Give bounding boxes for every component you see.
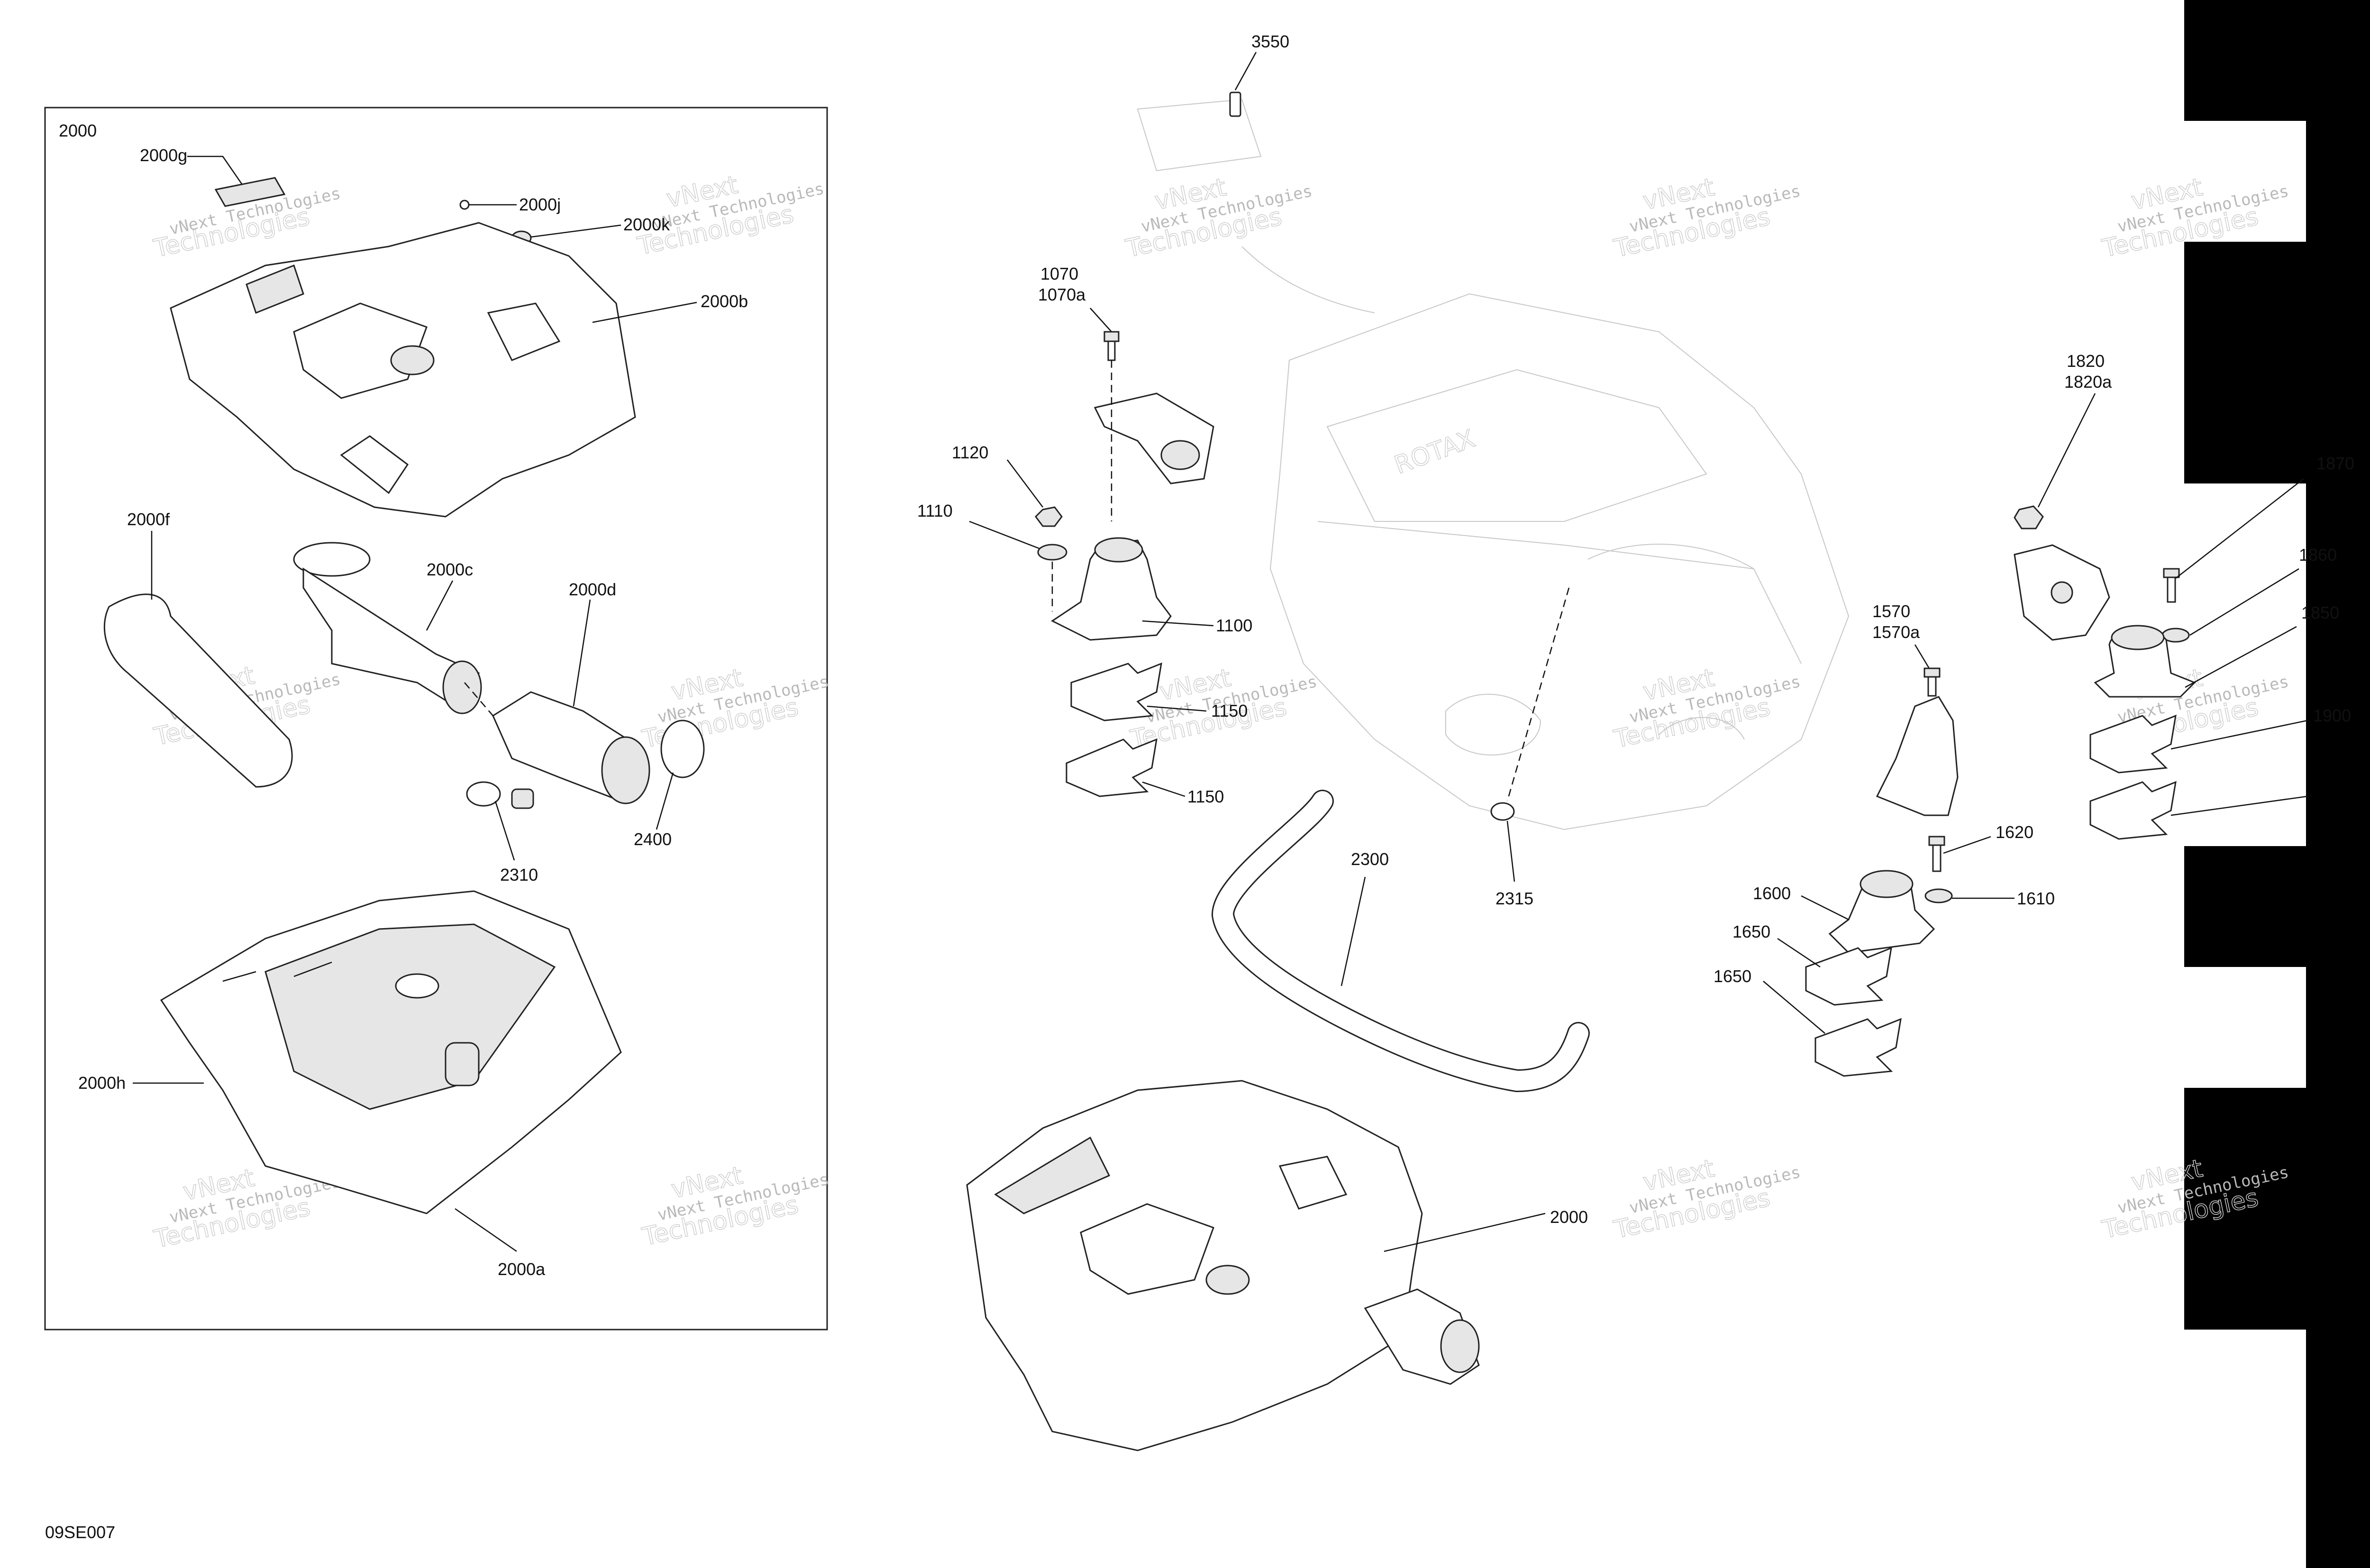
- diagram-code: 09SE007: [45, 1522, 115, 1542]
- svg-text:1620: 1620: [1996, 822, 2033, 842]
- part-2000d-boot: 2000d: [464, 580, 650, 804]
- svg-text:2310: 2310: [500, 865, 538, 884]
- svg-text:2000c: 2000c: [427, 560, 473, 579]
- svg-text:3550: 3550: [1251, 32, 1289, 51]
- part-2000a-lower-housing: 2000h 2000a: [78, 890, 622, 1279]
- svg-text:1820a: 1820a: [2064, 372, 2112, 392]
- svg-text:1110: 1110: [917, 501, 953, 520]
- part-2400-clamp: 2400: [634, 720, 705, 849]
- svg-text:1600: 1600: [1753, 884, 1791, 903]
- svg-text:2000f: 2000f: [127, 510, 170, 529]
- part-2315-clamp: 2315: [1490, 587, 1570, 908]
- svg-text:1650: 1650: [1714, 966, 1751, 986]
- svg-text:2300: 2300: [1351, 849, 1389, 869]
- svg-text:1610: 1610: [2017, 889, 2055, 908]
- part-rear-bracket: [2014, 544, 2110, 641]
- part-1100-engine-mount: 1120 1110 1100: [917, 443, 1252, 641]
- part-1650-shims: 1650 1650: [1714, 922, 1902, 1077]
- svg-text:2000g: 2000g: [140, 146, 187, 165]
- svg-text:2000d: 2000d: [569, 580, 616, 599]
- part-1570-bolt: 1570 1570a: [1872, 602, 1959, 816]
- part-2310-fitting: 2310: [466, 781, 538, 884]
- svg-text:2000a: 2000a: [498, 1259, 546, 1279]
- part-2000c-tube: 2000c: [293, 542, 482, 714]
- part-2000-airbox-assembly: 2000: [966, 1080, 1588, 1451]
- svg-text:1850: 1850: [2301, 603, 2339, 622]
- svg-text:1860: 1860: [2299, 545, 2337, 565]
- svg-text:ROTAX: ROTAX: [1391, 425, 1479, 480]
- subassembly-frame: [44, 107, 828, 1331]
- part-1150-shims: 1150 1150: [1066, 662, 1248, 806]
- svg-text:1650: 1650: [1732, 922, 1770, 941]
- svg-text:2000k: 2000k: [623, 215, 670, 234]
- svg-text:2315: 2315: [1495, 889, 1533, 908]
- svg-text:1070a: 1070a: [1038, 285, 1086, 304]
- svg-text:2000h: 2000h: [78, 1073, 126, 1093]
- svg-text:1900: 1900: [2313, 706, 2351, 725]
- part-1820-nut: 1820 1820a: [2014, 351, 2112, 529]
- svg-text:2000b: 2000b: [701, 292, 748, 311]
- part-1600-mount: 1620 1610 1600: [1753, 822, 2055, 954]
- svg-text:2000j: 2000j: [519, 195, 561, 214]
- part-2000j-screw: 2000j: [459, 195, 561, 214]
- svg-text:1150: 1150: [1211, 701, 1248, 720]
- svg-text:1570: 1570: [1872, 602, 1910, 621]
- part-3550-screw: 3550: [1229, 32, 1289, 117]
- part-1900-shims: 1900: [2089, 706, 2351, 840]
- part-2000f-duct: 2000f: [103, 510, 293, 788]
- svg-text:2400: 2400: [634, 830, 672, 849]
- part-1850-mount: 1870 1860 1850: [2094, 454, 2354, 698]
- svg-text:2000: 2000: [1550, 1207, 1588, 1227]
- svg-text:1150: 1150: [1187, 787, 1224, 806]
- part-1070-bolt: 1070 1070a: [1038, 264, 1214, 521]
- svg-text:1100: 1100: [1216, 616, 1252, 635]
- part-2000g-label: 2000g: [140, 146, 286, 207]
- part-2000b-upper-housing: 2000b: [170, 222, 748, 518]
- subassembly-title: 2000: [59, 121, 97, 140]
- edge-registration-marks: [2184, 0, 2370, 1568]
- svg-text:1870: 1870: [2316, 454, 2354, 473]
- svg-text:1570a: 1570a: [1872, 622, 1920, 642]
- svg-text:1820: 1820: [2067, 351, 2105, 371]
- svg-text:1070: 1070: [1040, 264, 1078, 283]
- svg-text:1120: 1120: [952, 443, 988, 462]
- part-2300-hose: 2300: [1211, 790, 1590, 1093]
